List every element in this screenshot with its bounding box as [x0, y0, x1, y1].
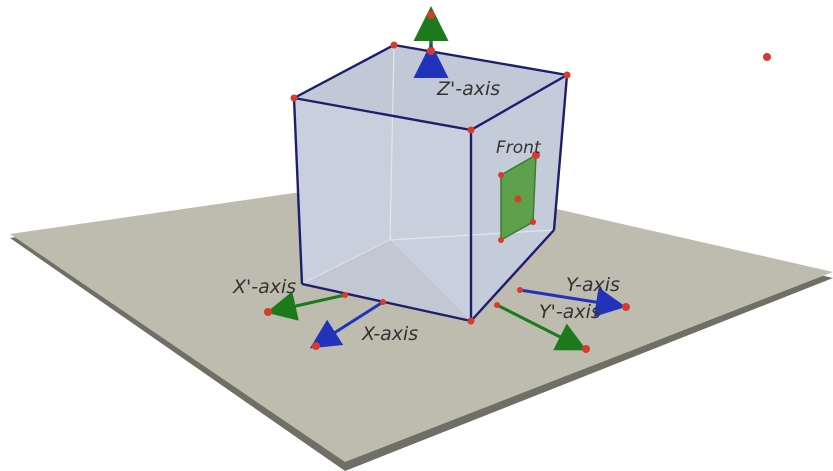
point-icon[interactable]: [467, 126, 475, 134]
points: [264, 11, 771, 353]
front-label: Front: [496, 138, 542, 158]
point-icon[interactable]: [427, 11, 435, 19]
y-axis-label: Y-axis: [566, 274, 620, 296]
ground-plane[interactable]: [10, 176, 833, 471]
point-icon[interactable]: [514, 195, 522, 203]
y-prime-axis-label: Y'-axis: [539, 301, 601, 323]
point-icon[interactable]: [290, 94, 298, 102]
point-icon[interactable]: [517, 287, 523, 293]
x-prime-axis[interactable]: [266, 291, 346, 321]
z-axis-label: Z'-axis: [436, 78, 500, 100]
point-icon[interactable]: [763, 53, 771, 61]
x-axis-label: X-axis: [361, 323, 418, 345]
point-icon[interactable]: [264, 308, 272, 316]
point-icon[interactable]: [622, 303, 630, 311]
x-prime-axis-label: X'-axis: [232, 276, 296, 298]
point-icon[interactable]: [530, 219, 536, 225]
point-icon[interactable]: [582, 345, 590, 353]
point-icon[interactable]: [498, 237, 504, 243]
point-icon[interactable]: [563, 71, 571, 79]
point-icon[interactable]: [427, 47, 435, 55]
y-prime-axis[interactable]: [496, 303, 587, 351]
point-icon[interactable]: [494, 302, 500, 308]
point-icon[interactable]: [498, 172, 504, 178]
cube-edges: [292, 43, 569, 323]
y-axis[interactable]: [519, 287, 626, 317]
point-icon[interactable]: [342, 292, 348, 298]
cube[interactable]: [292, 43, 569, 323]
x-axis[interactable]: [309, 300, 384, 349]
point-icon[interactable]: [312, 342, 320, 350]
point-icon[interactable]: [467, 317, 475, 325]
point-icon[interactable]: [390, 41, 398, 49]
point-icon[interactable]: [532, 151, 540, 159]
cube-top-face[interactable]: [294, 45, 567, 130]
point-icon[interactable]: [380, 299, 386, 305]
